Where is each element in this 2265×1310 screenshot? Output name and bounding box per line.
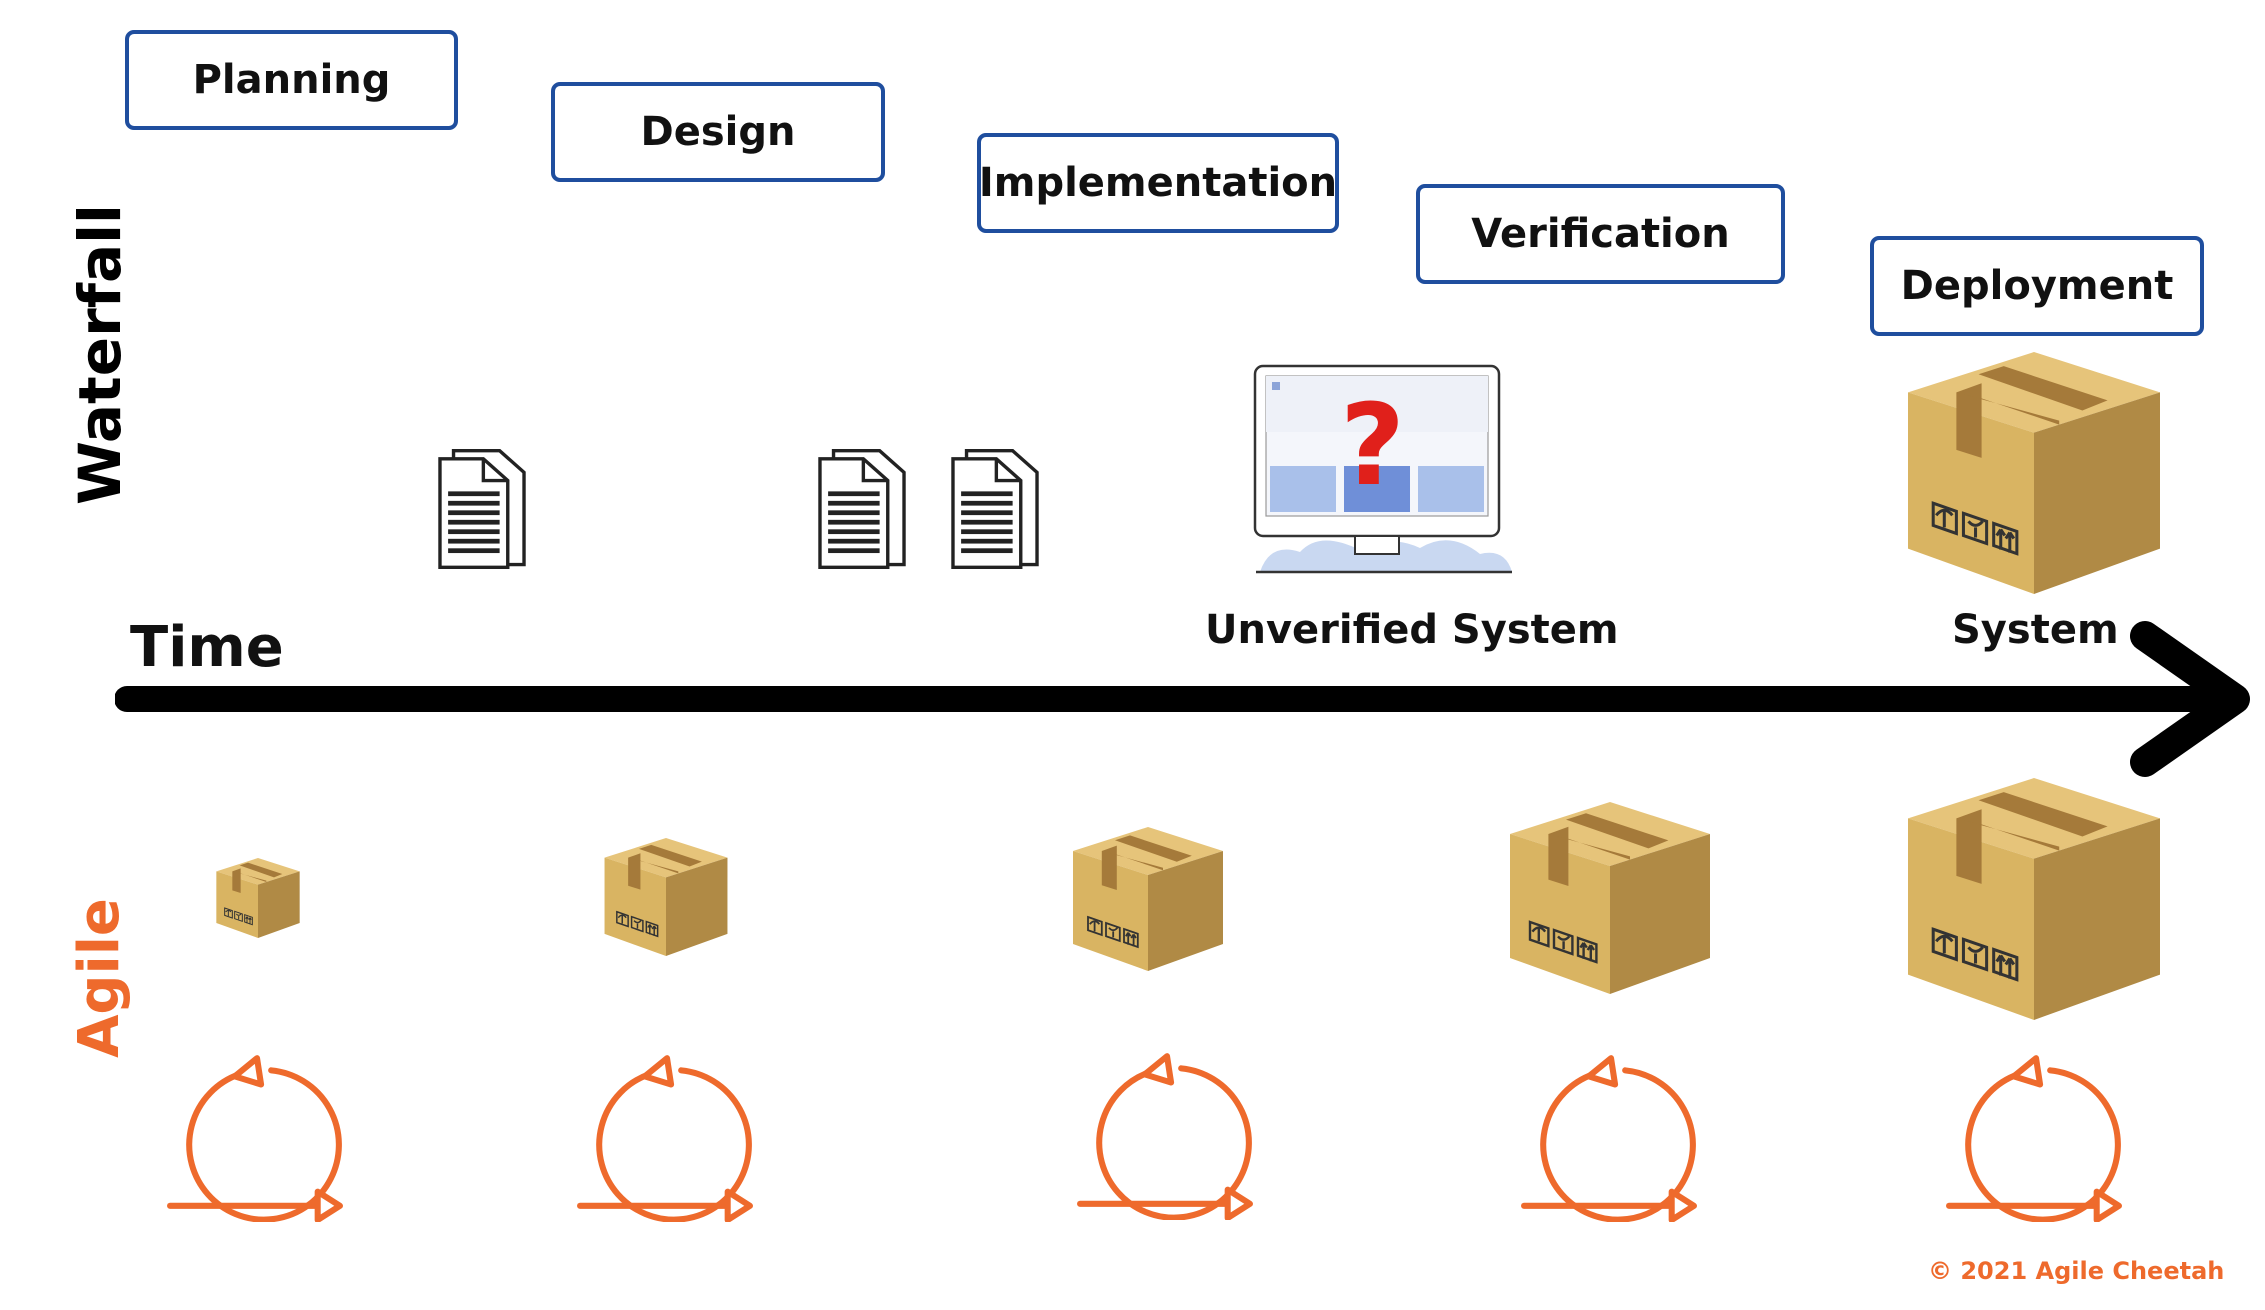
phase-deployment: Deployment	[1870, 236, 2204, 336]
iteration-cycle-icon	[574, 1040, 756, 1222]
unverified-system-label: Unverified System	[1205, 607, 1619, 653]
iteration-cycle-icon	[1074, 1038, 1256, 1220]
package-box-icon	[216, 858, 300, 938]
document-icon	[813, 448, 911, 570]
system-label: System	[1952, 607, 2119, 653]
phase-verification: Verification	[1416, 184, 1785, 284]
package-box-icon	[1908, 778, 2160, 1020]
phase-planning: Planning	[125, 30, 458, 130]
iteration-cycle-icon	[1518, 1040, 1700, 1222]
phase-design: Design	[551, 82, 885, 182]
phase-implementation: Implementation	[977, 133, 1339, 233]
question-mark-icon: ?	[1340, 381, 1405, 511]
timeline-label: Time	[130, 615, 284, 680]
package-box-icon	[1510, 802, 1710, 994]
copyright-text: © 2021 Agile Cheetah	[1928, 1257, 2225, 1285]
package-box-icon	[1908, 352, 2160, 594]
document-icon	[433, 448, 531, 570]
monitor-icon	[1253, 364, 1512, 574]
iteration-cycle-icon	[164, 1040, 346, 1222]
package-box-icon	[1073, 827, 1223, 971]
row-label-agile: Agile	[67, 898, 132, 1058]
iteration-cycle-icon	[1943, 1040, 2125, 1222]
document-icon	[946, 448, 1044, 570]
timeline-arrow-icon	[115, 621, 2250, 777]
package-box-icon	[604, 838, 728, 956]
row-label-waterfall: Waterfall	[66, 204, 134, 505]
